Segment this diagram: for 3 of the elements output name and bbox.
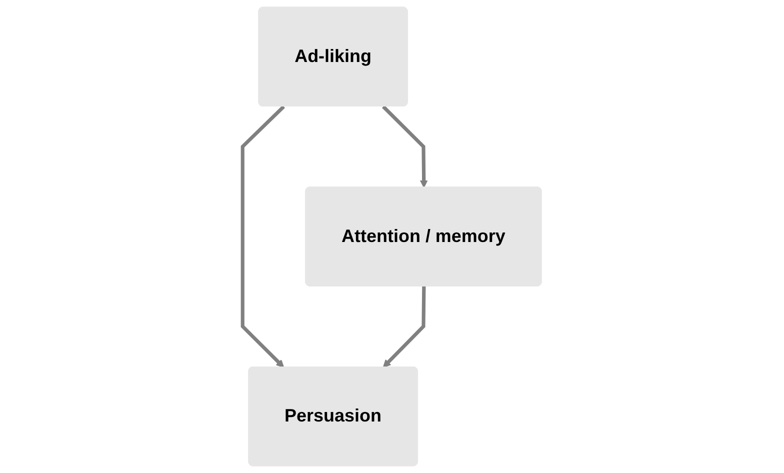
arrow <box>382 105 428 188</box>
arrow <box>240 105 285 368</box>
arrow <box>382 286 426 368</box>
